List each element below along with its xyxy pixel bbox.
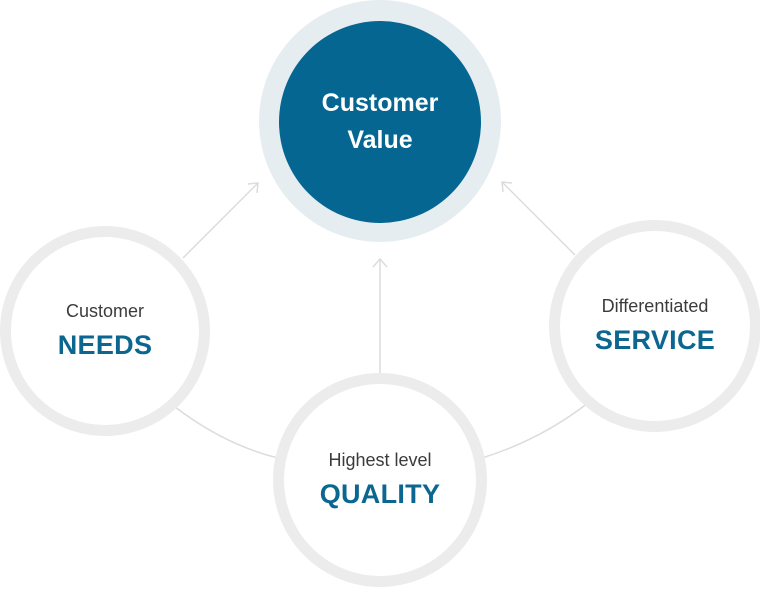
arrow-head-quality <box>372 257 388 268</box>
node-needs: Customer NEEDS <box>0 226 210 436</box>
node-needs-title: NEEDS <box>57 329 153 360</box>
node-quality-subtitle: Highest level <box>328 450 432 470</box>
connector-needs-quality <box>174 406 279 459</box>
core-circle: Customer Value <box>279 21 481 223</box>
node-quality: Highest level QUALITY <box>273 373 487 587</box>
arrow-head-needs <box>247 182 259 194</box>
core-title-line1: Customer <box>321 88 439 117</box>
node-service-title: SERVICE <box>594 324 716 355</box>
arrow-head-service <box>501 181 513 193</box>
arrow-service-to-core <box>501 181 576 256</box>
node-service-subtitle: Differentiated <box>601 296 709 316</box>
core-title-line2: Value <box>347 126 413 154</box>
node-service: Differentiated SERVICE <box>549 220 760 432</box>
connector-quality-service <box>481 402 589 459</box>
node-quality-title: QUALITY <box>319 478 441 509</box>
arrow-needs-to-core <box>182 182 259 259</box>
node-needs-subtitle: Customer <box>65 301 145 321</box>
